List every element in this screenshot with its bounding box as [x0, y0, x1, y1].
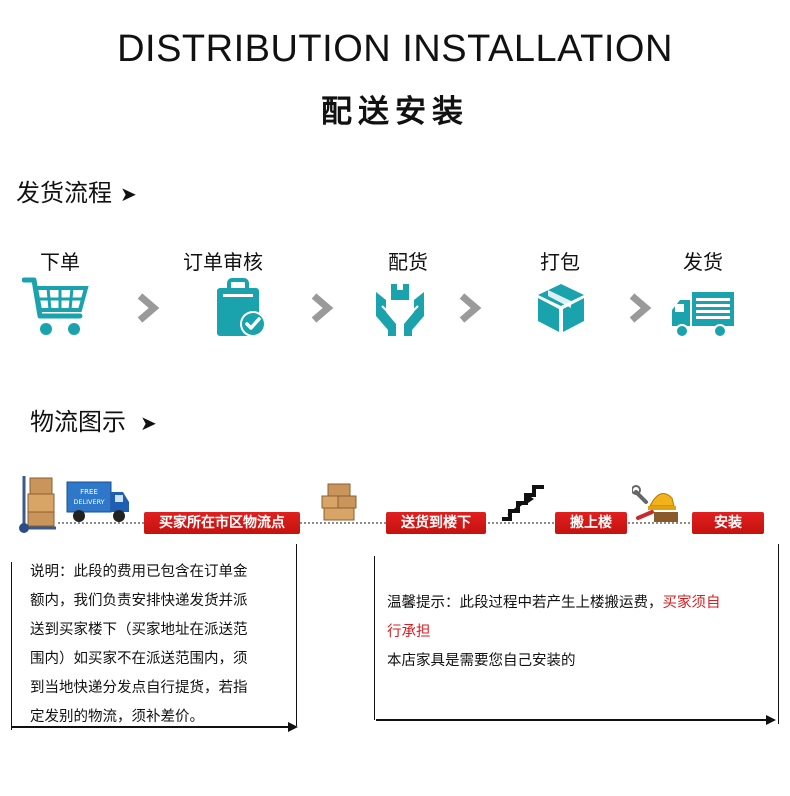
stacked-boxes-icon [321, 483, 357, 521]
note-right: 温馨提示：此段过程中若产生上楼搬运费，买家须自 行承担 本店家具是需要您自己安装… [387, 589, 777, 676]
flow-dotted-line [300, 522, 386, 524]
stage-label-install: 安装 [692, 512, 764, 534]
note-left-line: 定发别的物流，须补差价。 [30, 709, 204, 725]
stage-label-deliver-downstairs: 送货到楼下 [386, 512, 486, 534]
step-chevron-icon [459, 293, 482, 323]
truck-text-delivery: DELIVERY [73, 498, 104, 506]
step-chevron-icon [137, 293, 160, 323]
note-right-self-install: 本店家具是需要您自己安装的 [387, 653, 576, 669]
note-left-line: 围内）如买家不在派送范围内，须 [30, 651, 248, 667]
note-left-bracket [296, 544, 297, 726]
step-label-pack: 打包 [540, 250, 580, 274]
note-left: 说明：此段的费用已包含在订单金 额内，我们负责安排快递发货并派 送到买家楼下（买… [30, 558, 290, 732]
stage-label-carry-upstairs: 搬上楼 [555, 512, 627, 534]
stage-label-city-logistics-point: 买家所在市区物流点 [144, 512, 300, 534]
step-label-review: 订单审核 [183, 250, 263, 274]
installation-tools-icon [632, 485, 678, 522]
step-label-ship: 发货 [683, 250, 723, 274]
note-left-line: 到当地快递分发点自行提货，若指 [30, 680, 248, 696]
note-right-tip-red-cont: 行承担 [387, 624, 431, 640]
package-box-icon [538, 284, 584, 332]
flow-dotted-line [488, 522, 554, 524]
shipping-process-heading-text: 发货流程 [16, 179, 112, 207]
hand-truck-icon [19, 476, 56, 533]
note-right-line: 温馨提示：此段过程中若产生上楼搬运费，买家须自 [387, 589, 777, 618]
note-right-bracket [374, 556, 375, 720]
page-title-en: DISTRIBUTION INSTALLATION [117, 28, 673, 70]
step-label-order: 下单 [40, 250, 80, 274]
flow-dotted-line [628, 522, 690, 524]
free-delivery-truck-icon: FREE DELIVERY [66, 481, 129, 522]
note-right-bracket [778, 544, 779, 724]
shopping-cart-icon [22, 277, 89, 335]
truck-text-free: FREE [80, 488, 98, 496]
logistics-heading: 物流图示 ➤ [30, 402, 157, 437]
note-left-line: 送到买家楼下（买家地址在派送范 [30, 622, 248, 638]
note-left-line: 说明：此段的费用已包含在订单金 [30, 564, 248, 580]
note-left-arrow-icon [12, 722, 298, 732]
note-left-line: 额内，我们负责安排快递发货并派 [30, 593, 248, 609]
note-right-tip-red: 买家须自 [662, 595, 721, 611]
note-right-tip: 温馨提示：此段过程中若产生上楼搬运费， [387, 595, 663, 611]
step-label-allocate: 配货 [388, 250, 428, 274]
logistics-heading-text: 物流图示 [30, 408, 126, 436]
note-left-bracket [11, 562, 12, 730]
page-title-zh: 配送安装 [321, 94, 469, 130]
flow-dotted-line [58, 522, 144, 524]
heading-arrow-icon: ➤ [140, 411, 157, 435]
delivery-truck-icon [672, 292, 734, 338]
step-chevron-icon [311, 293, 334, 323]
clipboard-check-icon [217, 278, 266, 337]
step-chevron-icon [629, 293, 652, 323]
hands-box-icon [376, 284, 424, 336]
note-right-arrow-icon [376, 715, 776, 725]
shipping-process-heading: 发货流程 ➤ [16, 173, 137, 208]
stairs-icon [502, 485, 544, 521]
heading-arrow-icon: ➤ [120, 182, 137, 206]
